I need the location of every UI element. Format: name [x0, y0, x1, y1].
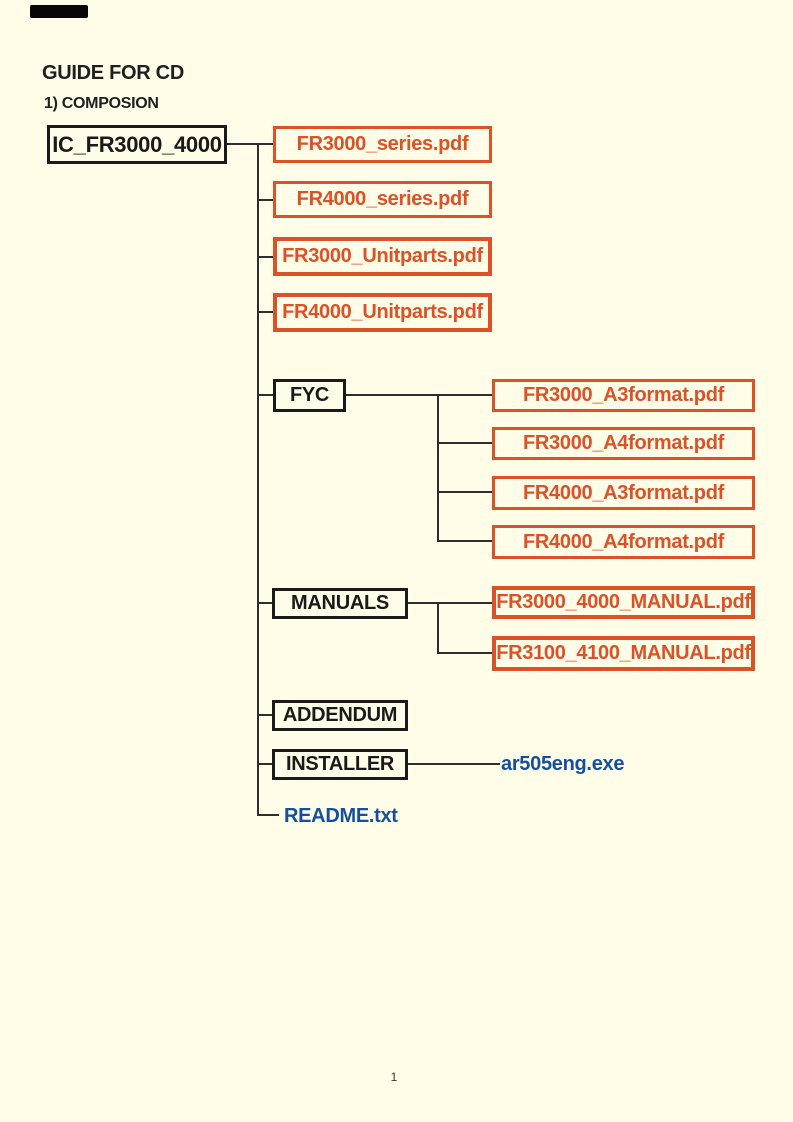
file-box-fr4000-a3format: FR4000_A3format.pdf [492, 476, 755, 510]
file-box-fr3000-a3format: FR3000_A3format.pdf [492, 379, 755, 412]
folder-box-installer: INSTALLER [272, 749, 408, 780]
folder-box-addendum: ADDENDUM [272, 700, 408, 731]
file-box-fr4000-series: FR4000_series.pdf [273, 181, 492, 218]
file-box-fr3000-unitparts: FR3000_Unitparts.pdf [273, 237, 492, 276]
stub-file-2 [257, 199, 273, 201]
file-label-readme: README.txt [284, 805, 398, 827]
scan-artifact-bar [30, 5, 88, 18]
stub-fyc-file-2 [437, 442, 492, 444]
stub-fyc-file-1 [437, 394, 492, 396]
connector-manuals [408, 602, 438, 604]
folder-box-fyc: FYC [273, 379, 346, 412]
file-box-fr4000-unitparts: FR4000_Unitparts.pdf [273, 293, 492, 332]
stub-manuals-file-1 [437, 602, 492, 604]
file-box-fr3100-4100-manual: FR3100_4100_MANUAL.pdf [492, 636, 755, 671]
file-box-fr3000-4000-manual: FR3000_4000_MANUAL.pdf [492, 586, 755, 619]
page-title: GUIDE FOR CD [42, 62, 184, 84]
stub-fyc-file-3 [437, 491, 492, 493]
stub-addendum [257, 714, 272, 716]
file-box-fr4000-a4format: FR4000_A4format.pdf [492, 525, 755, 559]
tree-trunk-fyc [437, 394, 439, 542]
page-number: 1 [390, 1070, 398, 1084]
stub-manuals-file-2 [437, 652, 492, 654]
stub-installer [257, 763, 272, 765]
section-heading: 1) COMPOSION [44, 95, 159, 112]
connector-root-to-first-file [227, 143, 273, 145]
file-box-fr3000-series: FR3000_series.pdf [273, 126, 492, 163]
stub-fyc-file-4 [437, 540, 492, 542]
file-label-installer-exe: ar505eng.exe [501, 753, 625, 775]
tree-trunk-main [257, 143, 259, 816]
file-box-fr3000-a4format: FR3000_A4format.pdf [492, 427, 755, 460]
stub-manuals [257, 602, 272, 604]
stub-readme [257, 814, 279, 816]
tree-trunk-manuals [437, 602, 439, 654]
root-folder-box: IC_FR3000_4000 [47, 125, 227, 164]
folder-box-manuals: MANUALS [272, 588, 408, 619]
connector-installer-file [408, 763, 500, 765]
stub-file-4 [257, 311, 273, 313]
stub-fyc [257, 394, 273, 396]
connector-fyc [346, 394, 438, 396]
stub-file-3 [257, 256, 273, 258]
